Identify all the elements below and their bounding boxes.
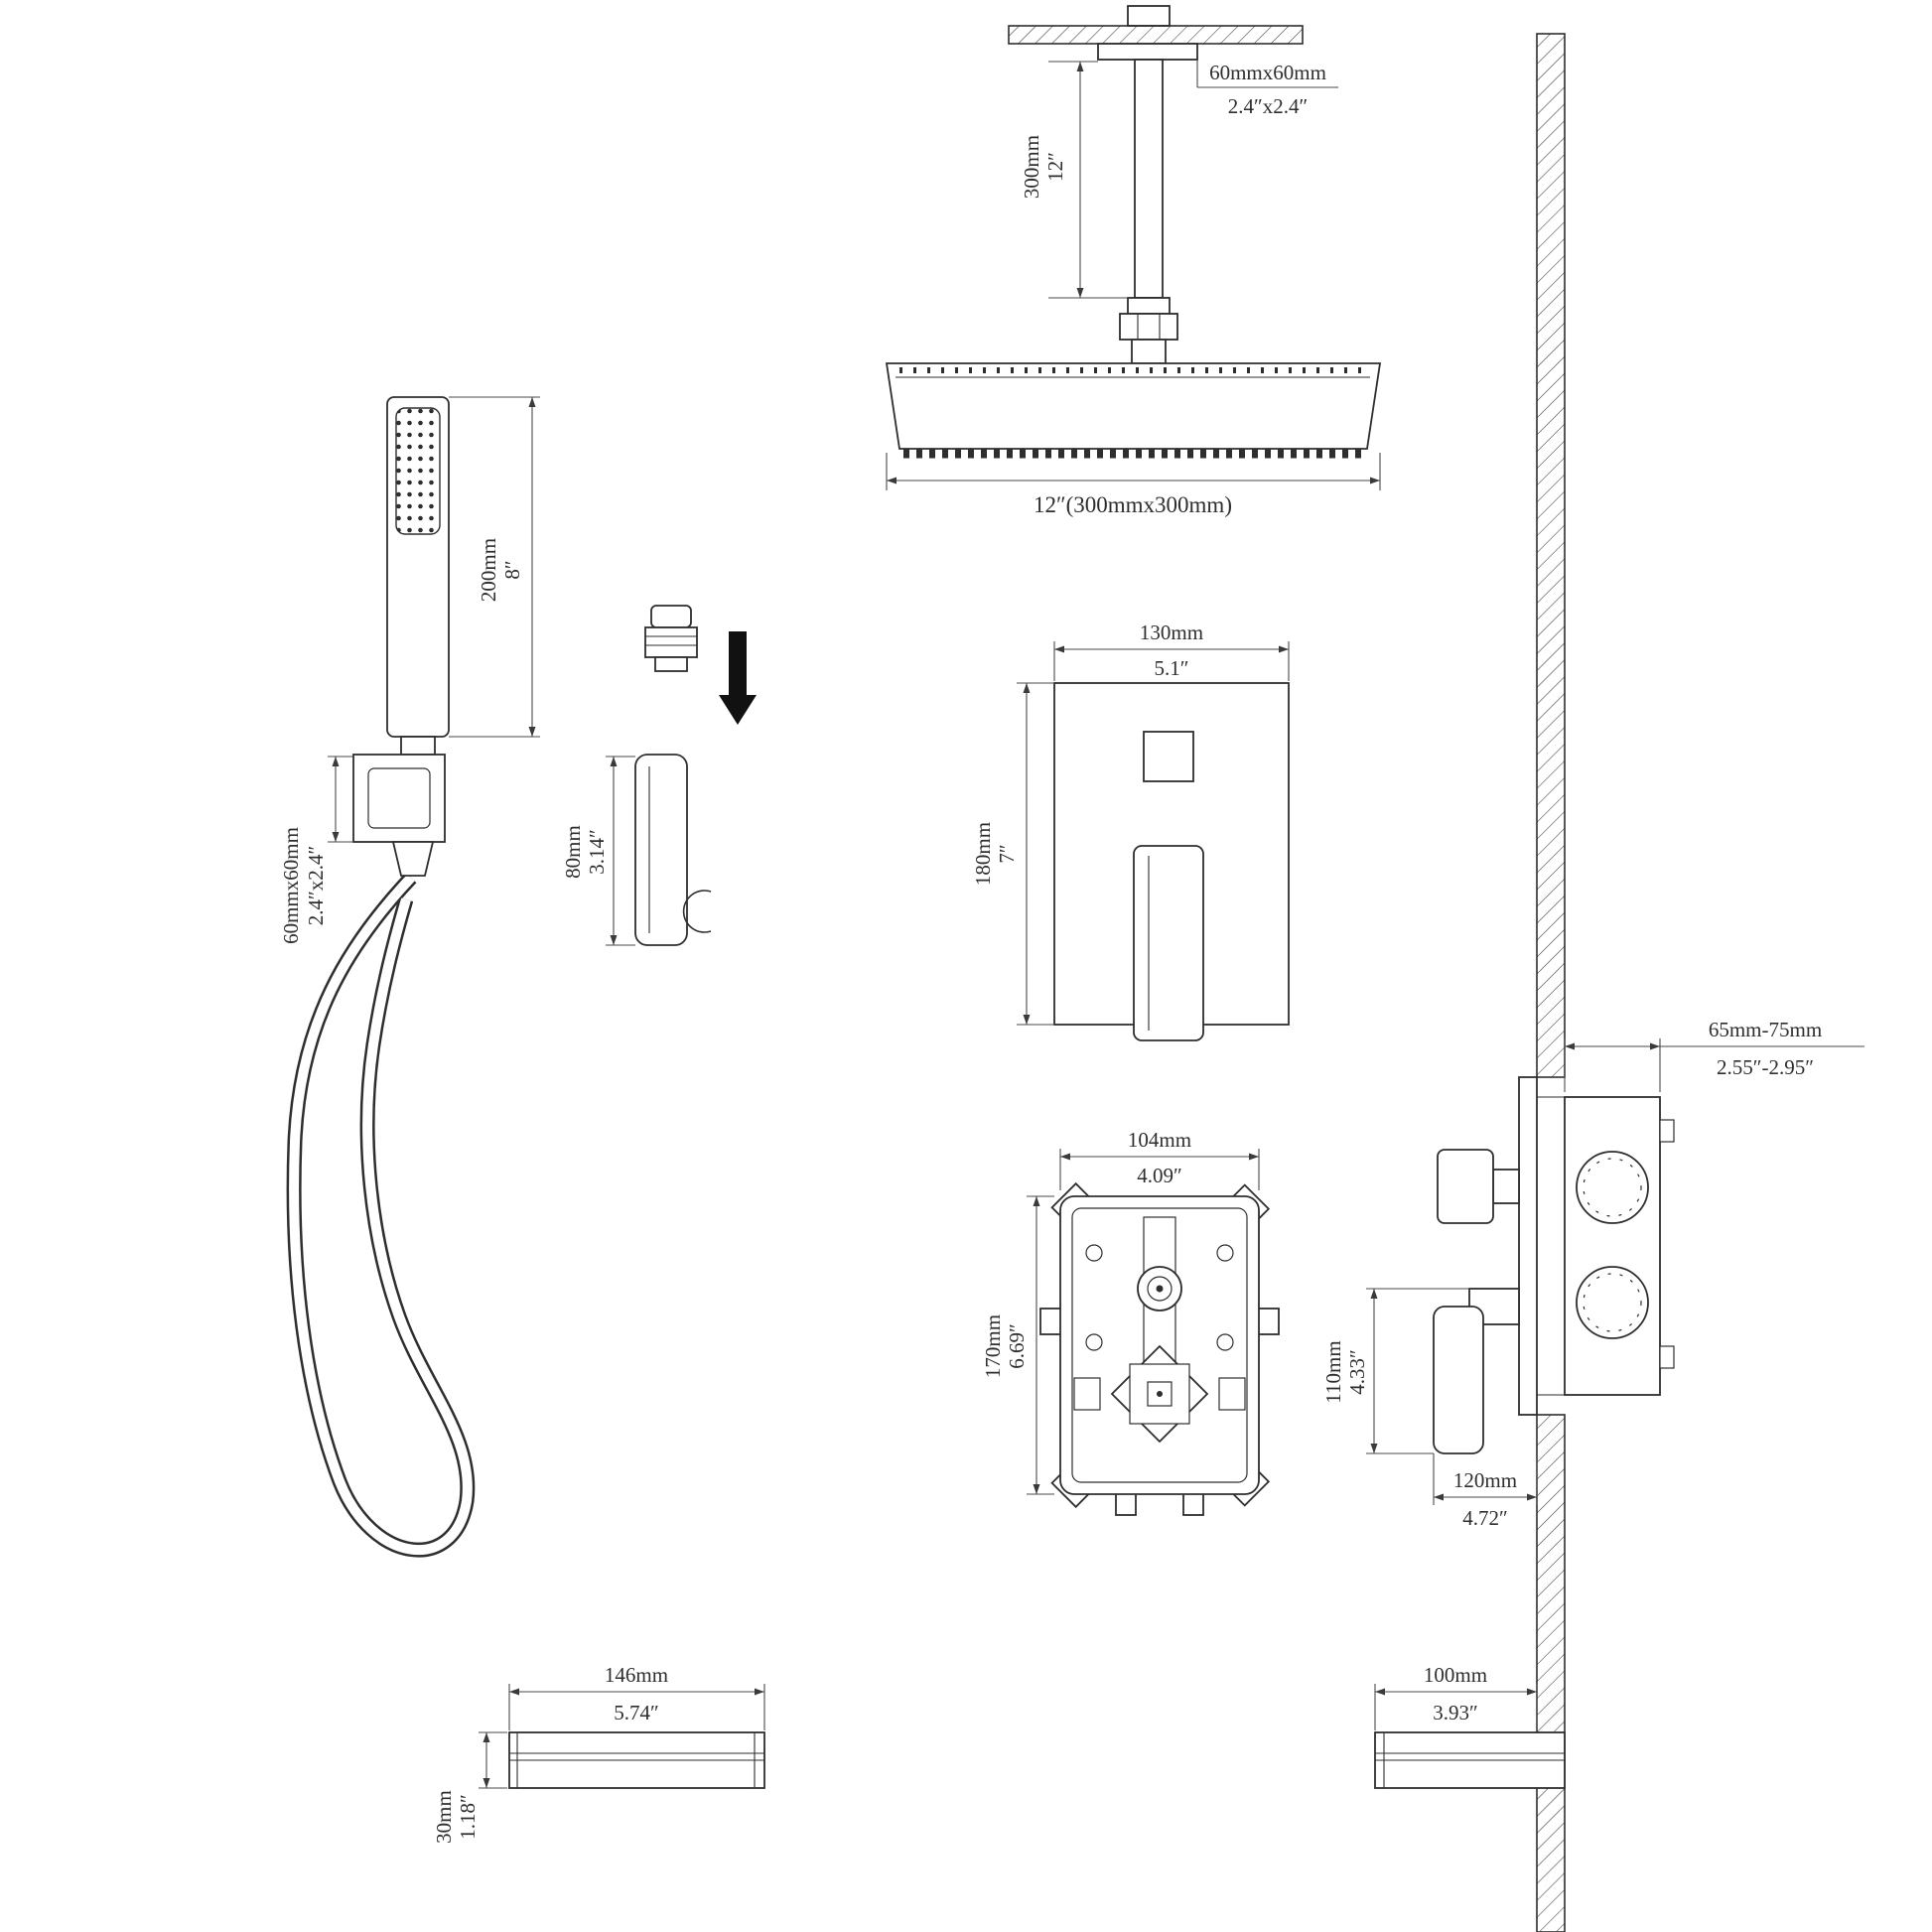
dimension-trim-height: 180mm 7″ <box>971 682 1054 1026</box>
dim-handheld-mm: 200mm <box>477 538 500 602</box>
dim-ceiling-flange-in: 2.4″x2.4″ <box>1228 94 1309 118</box>
dim-mixer-handle-mm: 110mm <box>1321 1340 1345 1403</box>
wall-bracket <box>352 754 446 877</box>
dimension-mixer-width: 120mm 4.72″ <box>1433 1453 1538 1530</box>
mixer-knob-side <box>1437 1149 1520 1224</box>
dimension-handheld-length: 200mm 8″ <box>449 396 540 738</box>
handheld-holder <box>634 754 712 946</box>
dim-valve-height-mm: 170mm <box>981 1314 1005 1378</box>
dimension-valve-width: 104mm 4.09″ <box>1059 1128 1260 1190</box>
dimension-bracket: 60mmx60mm 2.4″x2.4″ <box>279 756 353 944</box>
dim-spout-right-width-mm: 100mm <box>1424 1663 1487 1687</box>
dim-mixer-width-mm: 120mm <box>1453 1468 1517 1492</box>
dimension-holder: 80mm 3.14″ <box>561 756 635 946</box>
diverter-opening <box>1143 731 1194 782</box>
mixer-lever-side <box>1433 1288 1520 1454</box>
dim-trim-height-mm: 180mm <box>971 822 995 886</box>
spout-right-body <box>1374 1731 1566 1789</box>
dim-ceiling-flange-mm: 60mmx60mm <box>1209 61 1326 84</box>
dim-arm-mm: 300mm <box>1020 135 1043 199</box>
dim-mixer-handle-in: 4.33″ <box>1345 1349 1369 1395</box>
dim-arm-in: 12″ <box>1043 152 1067 182</box>
dim-spout-left-height-mm: 30mm <box>432 1790 456 1844</box>
dim-head-label: 12″(300mmx300mm) <box>1034 492 1232 517</box>
dim-trim-width-in: 5.1″ <box>1155 656 1189 680</box>
dim-valve-width-in: 4.09″ <box>1137 1164 1182 1187</box>
dimension-spout-right-width: 100mm 3.93″ <box>1374 1663 1538 1730</box>
dim-wall-depth-mm: 65mm-75mm <box>1709 1018 1822 1041</box>
wall-section-upper <box>1536 33 1566 1078</box>
shower-arm <box>1134 59 1164 299</box>
dimension-shower-arm: 300mm 12″ <box>1020 61 1128 299</box>
shower-hose <box>286 872 476 1558</box>
mixer-handle-front <box>1133 845 1204 1041</box>
arm-connector <box>1119 297 1178 364</box>
ceiling-flange <box>1097 43 1198 61</box>
wall-hatch-lower <box>1536 1414 1566 1932</box>
dim-mixer-width-in: 4.72″ <box>1462 1506 1508 1530</box>
ceiling-shower-assembly: 60mmx60mm 2.4″x2.4″ 300mm 12″ 12″(300mmx… <box>885 5 1382 517</box>
wand-connector <box>400 736 436 756</box>
dim-valve-width-mm: 104mm <box>1128 1128 1191 1152</box>
hose-adapter <box>644 605 698 672</box>
dim-handheld-in: 8″ <box>500 560 524 579</box>
mixer-plate-side <box>1518 1076 1538 1416</box>
dim-holder-in: 3.14″ <box>585 829 609 875</box>
dimension-shower-head: 12″(300mmx300mm) <box>886 453 1381 517</box>
valve-cartridge <box>1073 1344 1246 1444</box>
dim-spout-right-width-in: 3.93″ <box>1433 1701 1478 1725</box>
valve-top-port <box>1137 1266 1182 1311</box>
dim-spout-left-width-mm: 146mm <box>605 1663 668 1687</box>
dim-bracket-mm: 60mmx60mm <box>279 827 303 944</box>
handheld-wand <box>386 396 450 756</box>
dimension-mixer-handle: 110mm 4.33″ <box>1321 1288 1469 1454</box>
ceiling-hatch <box>1008 25 1304 45</box>
dimension-spout-left-width: 146mm 5.74″ <box>508 1663 765 1730</box>
tub-spout-right: 100mm 3.93″ <box>1374 1663 1566 1789</box>
dim-spout-left-height-in: 1.18″ <box>456 1794 480 1840</box>
dimension-wall-depth: 65mm-75mm 2.55″-2.95″ <box>1564 1018 1864 1092</box>
dimension-ceiling-flange: 60mmx60mm 2.4″x2.4″ <box>1196 60 1338 118</box>
handheld-shower-assembly: 200mm 8″ 60mmx60mm 2.4″x2.4″ <box>279 396 540 1558</box>
dim-trim-height-in: 7″ <box>995 844 1019 863</box>
dimension-valve-height: 170mm 6.69″ <box>981 1195 1054 1495</box>
rain-shower-head <box>885 362 1382 459</box>
bracket-outlet <box>391 841 435 877</box>
dim-trim-width-mm: 130mm <box>1140 621 1203 644</box>
rough-in-valve-assembly: 104mm 4.09″ 170mm 6.69″ <box>981 1128 1280 1516</box>
mixer-box-side <box>1564 1096 1675 1396</box>
wall-mixer-side-view: 65mm-75mm 2.55″-2.95″ 110mm 4.33″ 120mm … <box>1321 1018 1864 1530</box>
dim-bracket-in: 2.4″x2.4″ <box>304 846 328 926</box>
dim-holder-mm: 80mm <box>561 825 585 879</box>
spout-left-body <box>508 1731 765 1789</box>
dim-wall-depth-in: 2.55″-2.95″ <box>1717 1055 1814 1079</box>
holder-assembly: 80mm 3.14″ <box>561 605 757 946</box>
valve-screw-holes <box>1085 1244 1234 1351</box>
wall-hatch-upper <box>1536 33 1566 1078</box>
spray-face <box>395 407 441 535</box>
dim-valve-height-in: 6.69″ <box>1005 1323 1029 1369</box>
dimension-trim-width: 130mm 5.1″ <box>1053 621 1290 681</box>
insert-arrow-icon <box>719 631 757 725</box>
tub-spout-left: 146mm 5.74″ 30mm 1.18″ <box>432 1663 765 1844</box>
dimension-spout-left-height: 30mm 1.18″ <box>432 1731 507 1844</box>
wall-section-lower <box>1536 1414 1566 1932</box>
dim-spout-left-width-in: 5.74″ <box>614 1701 659 1725</box>
trim-plate-assembly: 130mm 5.1″ 180mm 7″ <box>971 621 1290 1041</box>
holder-clip <box>682 890 712 933</box>
ceiling-stub <box>1127 5 1171 27</box>
